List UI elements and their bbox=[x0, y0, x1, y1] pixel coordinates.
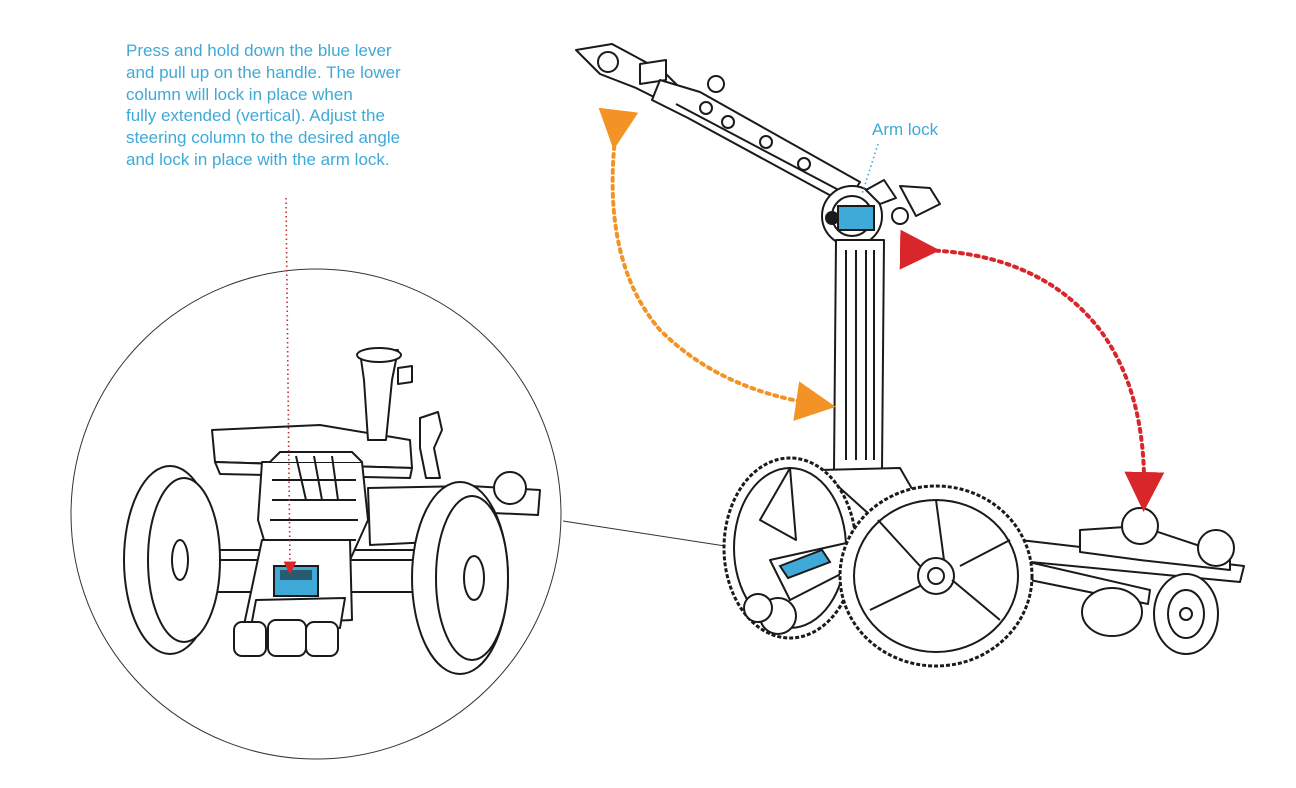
main-blue-lever bbox=[778, 548, 832, 580]
arm-lock-label: Arm lock bbox=[872, 120, 939, 139]
zoom-circle bbox=[70, 268, 562, 760]
red-double-arrow bbox=[899, 229, 1165, 512]
zoom-connector-line bbox=[562, 520, 739, 549]
detail-trolley-drawing bbox=[123, 347, 541, 675]
detail-zoom-view bbox=[70, 197, 739, 760]
main-trolley-drawing bbox=[575, 43, 1245, 668]
instruction-text: Press and hold down the blue lever and p… bbox=[126, 41, 401, 169]
orange-double-arrow bbox=[598, 107, 836, 421]
pointer-line bbox=[283, 197, 297, 575]
